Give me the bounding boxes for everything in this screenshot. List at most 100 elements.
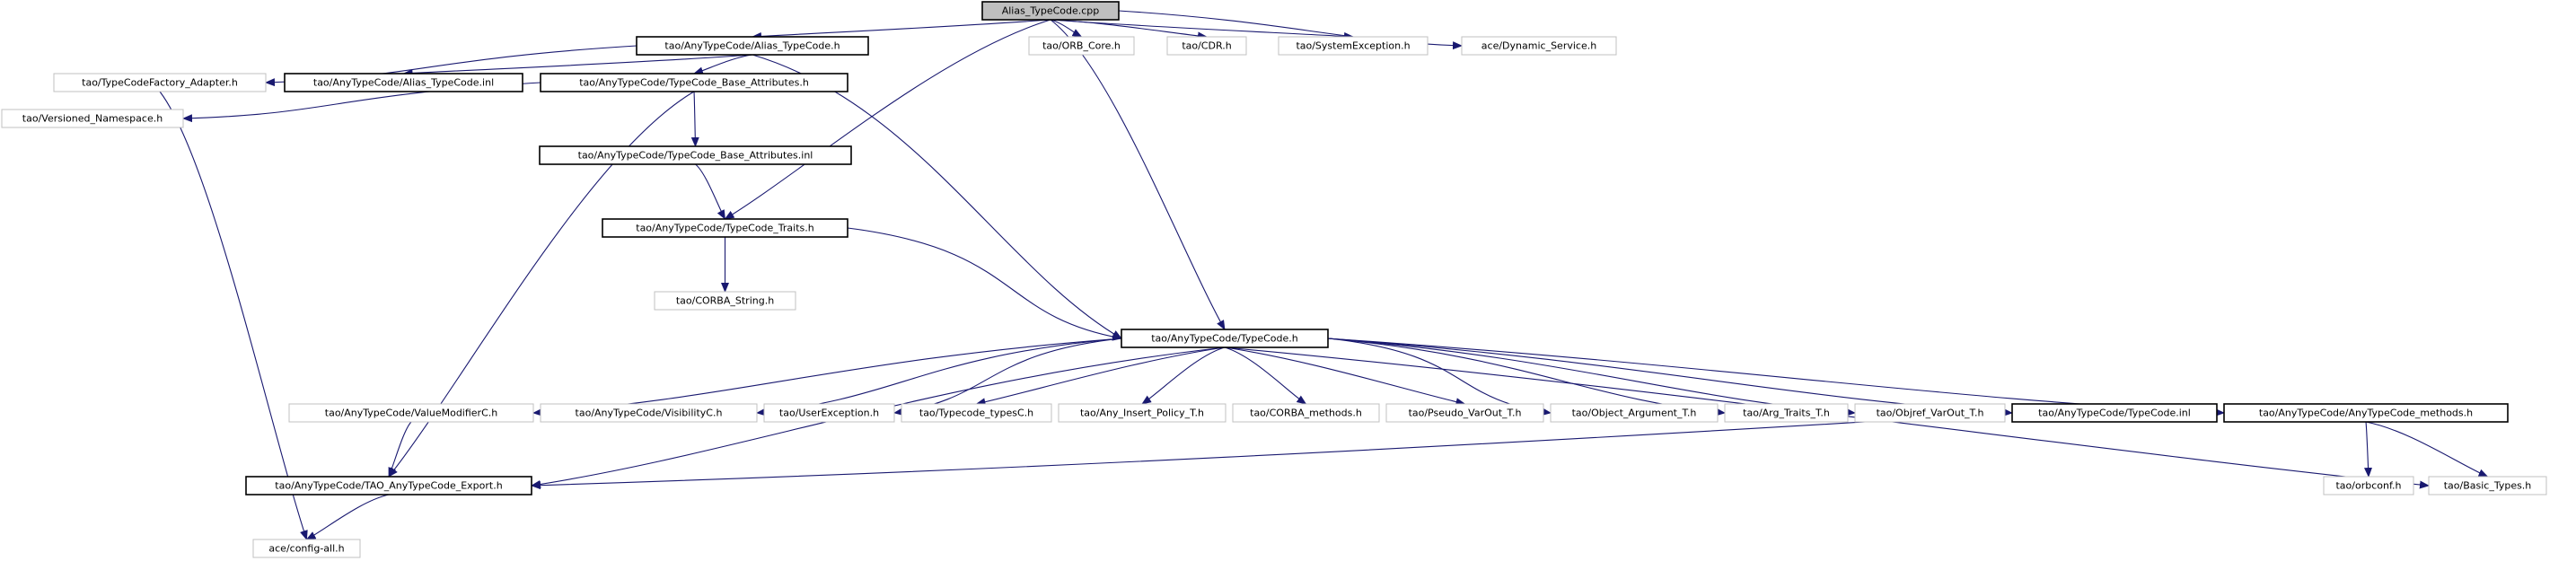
node-tao-corba-string-h[interactable]: tao/CORBA_String.h	[654, 291, 796, 311]
dependency-edge-atc_methods-to-orbconf	[2364, 421, 2373, 478]
node-tao-anytypecode-typecode-inl[interactable]: tao/AnyTypeCode/TypeCode.inl	[2011, 403, 2218, 423]
node-tao-cdr-h[interactable]: tao/CDR.h	[1166, 36, 1247, 56]
dependency-edge-typecode_inl-to-export_h	[531, 412, 2013, 490]
node-box[interactable]	[540, 403, 758, 423]
node-label: tao/AnyTypeCode/VisibilityC.h	[576, 408, 723, 419]
node-layer: Alias_TypeCode.cpp tao/AnyTypeCode/Alias_…	[1, 1, 2547, 558]
node-box[interactable]	[540, 73, 848, 92]
node-tao-systemexception-h[interactable]: tao/SystemException.h	[1278, 36, 1429, 56]
node-tao-any-insert-policy-t-h[interactable]: tao/Any_Insert_Policy_T.h	[1058, 403, 1226, 423]
node-tao-versioned-namespace-h[interactable]: tao/Versioned_Namespace.h	[1, 109, 184, 128]
node-box[interactable]	[252, 539, 361, 558]
node-box[interactable]	[1121, 329, 1329, 348]
node-box[interactable]	[636, 36, 869, 56]
dependency-edge-alias_h-to-alias_inl	[402, 54, 753, 77]
node-tao-corba-methods-h[interactable]: tao/CORBA_methods.h	[1232, 403, 1380, 423]
node-label: tao/ORB_Core.h	[1042, 40, 1121, 52]
dependency-edge-typecode_h-to-visibility	[756, 338, 1122, 417]
node-box[interactable]	[2323, 476, 2414, 495]
node-box[interactable]	[1058, 403, 1226, 423]
node-box[interactable]	[2223, 403, 2509, 423]
node-box[interactable]	[1232, 403, 1380, 423]
node-label: tao/AnyTypeCode/TypeCode_Base_Attributes…	[578, 150, 813, 162]
node-tao-anytypecode-valuemodifierc-h[interactable]: tao/AnyTypeCode/ValueModifierC.h	[288, 403, 534, 423]
node-label: tao/AnyTypeCode/ValueModifierC.h	[325, 408, 497, 419]
node-label: tao/CORBA_methods.h	[1250, 408, 1362, 419]
node-tao-objref-varout-t-h[interactable]: tao/Objref_VarOut_T.h	[1854, 403, 2006, 423]
node-tao-anytypecode-tao-anytypecode-export-h[interactable]: tao/AnyTypeCode/TAO_AnyTypeCode_Export.h	[245, 476, 532, 495]
node-tao-arg-traits-t-h[interactable]: tao/Arg_Traits_T.h	[1724, 403, 1849, 423]
node-box[interactable]	[1550, 403, 1719, 423]
node-box[interactable]	[1724, 403, 1849, 423]
node-box[interactable]	[284, 73, 523, 92]
node-label: tao/Basic_Types.h	[2444, 480, 2532, 492]
node-box[interactable]	[1, 109, 184, 128]
dependency-edge-typecode_h-to-anyinsert	[1141, 346, 1226, 405]
dependency-edge-export_h-to-ace_config	[305, 494, 390, 540]
node-tao-anytypecode-visibilityc-h[interactable]: tao/AnyTypeCode/VisibilityC.h	[540, 403, 758, 423]
node-tao-pseudo-varout-t-h[interactable]: tao/Pseudo_VarOut_T.h	[1385, 403, 1544, 423]
node-label: tao/Typecode_typesC.h	[919, 408, 1033, 419]
node-box[interactable]	[245, 476, 532, 495]
node-box[interactable]	[1278, 36, 1429, 56]
dependency-edge-typecode_h-to-corbamethods	[1224, 346, 1307, 405]
node-label: tao/CDR.h	[1182, 40, 1231, 52]
node-tao-anytypecode-typecode-base-attributes-inl[interactable]: tao/AnyTypeCode/TypeCode_Base_Attributes…	[539, 145, 852, 165]
node-alias-typecode-cpp[interactable]: Alias_TypeCode.cpp	[981, 1, 1120, 21]
dependency-edge-typecode_h-to-objrefvarout	[1327, 338, 1856, 417]
node-label: tao/AnyTypeCode/AnyTypeCode_methods.h	[2259, 408, 2473, 419]
node-box[interactable]	[288, 403, 534, 423]
node-tao-anytypecode-typecode-traits-h[interactable]: tao/AnyTypeCode/TypeCode_Traits.h	[602, 218, 848, 238]
dependency-edge-typecode_h-to-atc_methods	[1327, 338, 2225, 417]
node-box[interactable]	[654, 291, 796, 311]
node-tao-anytypecode-alias-typecode-h[interactable]: tao/AnyTypeCode/Alias_TypeCode.h	[636, 36, 869, 56]
node-tao-typecodefactory-adapter-h[interactable]: tao/TypeCodeFactory_Adapter.h	[53, 73, 267, 92]
node-box[interactable]	[1028, 36, 1135, 56]
node-label: tao/CORBA_String.h	[676, 295, 774, 307]
node-label: tao/AnyTypeCode/TypeCode_Traits.h	[636, 223, 814, 234]
dependency-edge-alias_h-to-tcba_h	[693, 54, 753, 75]
node-label: tao/AnyTypeCode/TypeCode.h	[1151, 333, 1298, 345]
node-box[interactable]	[539, 145, 852, 165]
node-tao-userexception-h[interactable]: tao/UserException.h	[763, 403, 895, 423]
node-box[interactable]	[1166, 36, 1247, 56]
node-box[interactable]	[901, 403, 1052, 423]
node-label: tao/Objref_VarOut_T.h	[1877, 408, 1984, 419]
node-tao-anytypecode-typecode-base-attributes-h[interactable]: tao/AnyTypeCode/TypeCode_Base_Attributes…	[540, 73, 848, 92]
node-tao-anytypecode-anytypecode-methods-h[interactable]: tao/AnyTypeCode/AnyTypeCode_methods.h	[2223, 403, 2509, 423]
node-box[interactable]	[53, 73, 267, 92]
node-label: tao/Any_Insert_Policy_T.h	[1080, 408, 1204, 419]
node-tao-anytypecode-typecode-h[interactable]: tao/AnyTypeCode/TypeCode.h	[1121, 329, 1329, 348]
node-label: ace/config-all.h	[268, 543, 344, 555]
dependency-edge-root-to-orb_core	[1050, 19, 1083, 38]
node-label: tao/Arg_Traits_T.h	[1743, 408, 1830, 419]
node-box[interactable]	[2428, 476, 2547, 495]
dependency-edge-typecode_h-to-typecodetypes	[975, 346, 1226, 407]
node-box[interactable]	[602, 218, 848, 238]
node-box[interactable]	[1461, 36, 1617, 56]
node-label: tao/Versioned_Namespace.h	[22, 113, 163, 125]
node-box[interactable]	[2011, 403, 2218, 423]
dependency-edge-root-to-sysexc	[1050, 19, 1354, 40]
node-tao-orbconf-h[interactable]: tao/orbconf.h	[2323, 476, 2414, 495]
node-box[interactable]	[981, 1, 1120, 21]
node-box[interactable]	[763, 403, 895, 423]
node-tao-typecode-typesc-h[interactable]: tao/Typecode_typesC.h	[901, 403, 1052, 423]
node-tao-anytypecode-alias-typecode-inl[interactable]: tao/AnyTypeCode/Alias_TypeCode.inl	[284, 73, 523, 92]
node-ace-dynamic-service-h[interactable]: ace/Dynamic_Service.h	[1461, 36, 1617, 56]
node-tao-object-argument-t-h[interactable]: tao/Object_Argument_T.h	[1550, 403, 1719, 423]
node-label: tao/Object_Argument_T.h	[1572, 408, 1697, 419]
node-label: tao/SystemException.h	[1296, 40, 1410, 52]
dependency-edge-atc_methods-to-basic_types	[2365, 421, 2489, 478]
node-box[interactable]	[1385, 403, 1544, 423]
node-tao-basic-types-h[interactable]: tao/Basic_Types.h	[2428, 476, 2547, 495]
dependency-edge-tcba_h-to-tcba_inl	[690, 91, 699, 147]
node-box[interactable]	[1854, 403, 2006, 423]
dependency-edge-tcfa-to-ace_config	[159, 91, 308, 540]
dependency-edge-root-to-typecode_h	[1050, 19, 1226, 330]
node-tao-orb-core-h[interactable]: tao/ORB_Core.h	[1028, 36, 1135, 56]
node-label: tao/AnyTypeCode/TypeCode_Base_Attributes…	[579, 77, 809, 89]
node-label: tao/AnyTypeCode/TAO_AnyTypeCode_Export.h	[275, 480, 502, 492]
node-ace-config-all-h[interactable]: ace/config-all.h	[252, 539, 361, 558]
